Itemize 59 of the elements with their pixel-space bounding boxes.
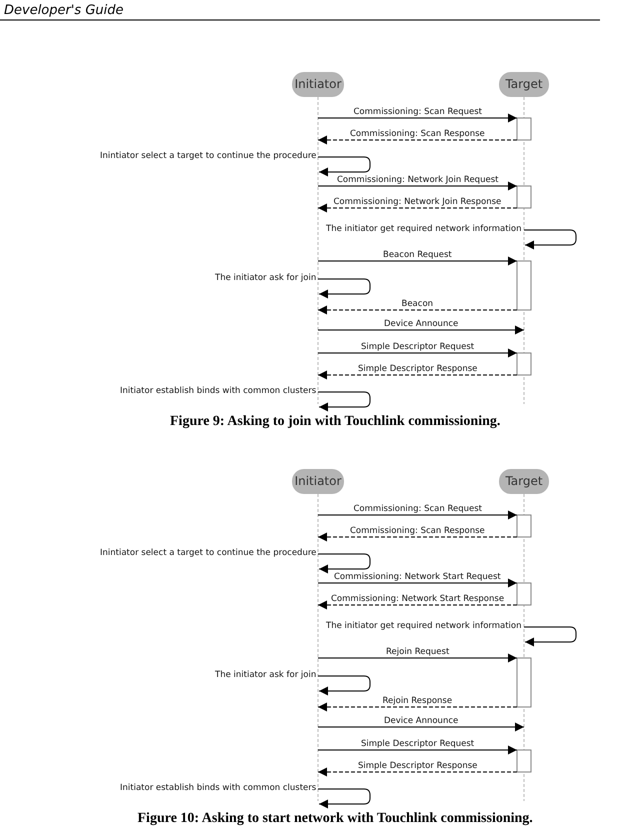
message-arrow: [318, 204, 518, 212]
message-label: Inintiator select a target to continue the procedure: [100, 548, 316, 558]
message-label: Commissioning: Scan Response: [350, 526, 485, 536]
message-label: Inintiator select a target to continue the procedure: [100, 151, 316, 161]
lifeline-head: Initiator: [292, 72, 344, 97]
message-arrow: [318, 392, 370, 412]
message-arrow: [318, 702, 518, 712]
message-arrow: [318, 746, 518, 754]
message-label: The initiator get required network information: [326, 224, 522, 234]
message-label: Commissioning: Scan Request: [354, 504, 482, 514]
figure-caption: Figure 9: Asking to join with Touchlink commissioning.: [170, 414, 500, 430]
message-label: Commissioning: Scan Request: [354, 107, 482, 117]
message-arrow: [318, 788, 370, 808]
message-arrow: [318, 532, 518, 542]
message-label: The initiator ask for join: [215, 670, 316, 680]
message-label: Commissioning: Network Start Request: [334, 572, 501, 582]
message-label: Commissioning: Network Start Response: [331, 594, 504, 604]
message-label: Rejoin Response: [382, 696, 452, 706]
lifeline-head: Initiator: [292, 469, 344, 494]
message-arrow: [318, 370, 518, 380]
message-arrow: [318, 722, 524, 732]
message-label: Initiator establish binds with common clusters: [120, 386, 316, 396]
message-label: The initiator ask for join: [215, 273, 316, 283]
page-header: Developer's Guide: [4, 3, 124, 18]
message-arrow: [318, 768, 518, 776]
lifeline-head: Target: [499, 469, 549, 494]
message-arrow: [318, 600, 518, 610]
message-arrow: [318, 156, 370, 176]
message-arrow: [318, 256, 518, 266]
message-label: Commissioning: Network Join Request: [337, 175, 498, 185]
message-arrow: [318, 348, 518, 358]
message-label: Device Announce: [384, 716, 458, 726]
message-label: Device Announce: [384, 319, 458, 329]
message-label: Simple Descriptor Request: [361, 739, 474, 749]
message-arrow: [318, 676, 370, 696]
message-label: Commissioning: Scan Response: [350, 129, 485, 139]
message-arrow: [318, 510, 518, 520]
message-label: Simple Descriptor Response: [358, 761, 478, 771]
message-arrow: [318, 114, 518, 122]
message-label: Simple Descriptor Response: [358, 364, 478, 374]
message-arrow: [318, 182, 518, 190]
message-arrow: [318, 554, 370, 574]
message-label: Initiator establish binds with common clusters: [120, 783, 316, 793]
message-arrow: [318, 578, 518, 588]
message-label: The initiator get required network information: [326, 621, 522, 631]
message-arrow: [524, 230, 576, 250]
message-arrow: [524, 626, 576, 646]
message-arrow: [318, 278, 370, 298]
message-label: Beacon: [402, 299, 434, 309]
lifeline-head: Target: [499, 72, 549, 97]
message-arrow: [318, 326, 524, 334]
message-label: Simple Descriptor Request: [361, 342, 474, 352]
figure-caption: Figure 10: Asking to start network with Touchlink commissioning.: [138, 811, 533, 827]
message-arrow: [318, 136, 518, 144]
message-arrow: [318, 306, 518, 314]
message-label: Commissioning: Network Join Response: [334, 197, 502, 207]
message-label: Beacon Request: [383, 250, 452, 260]
message-label: Rejoin Request: [386, 647, 450, 657]
message-arrow: [318, 654, 518, 662]
